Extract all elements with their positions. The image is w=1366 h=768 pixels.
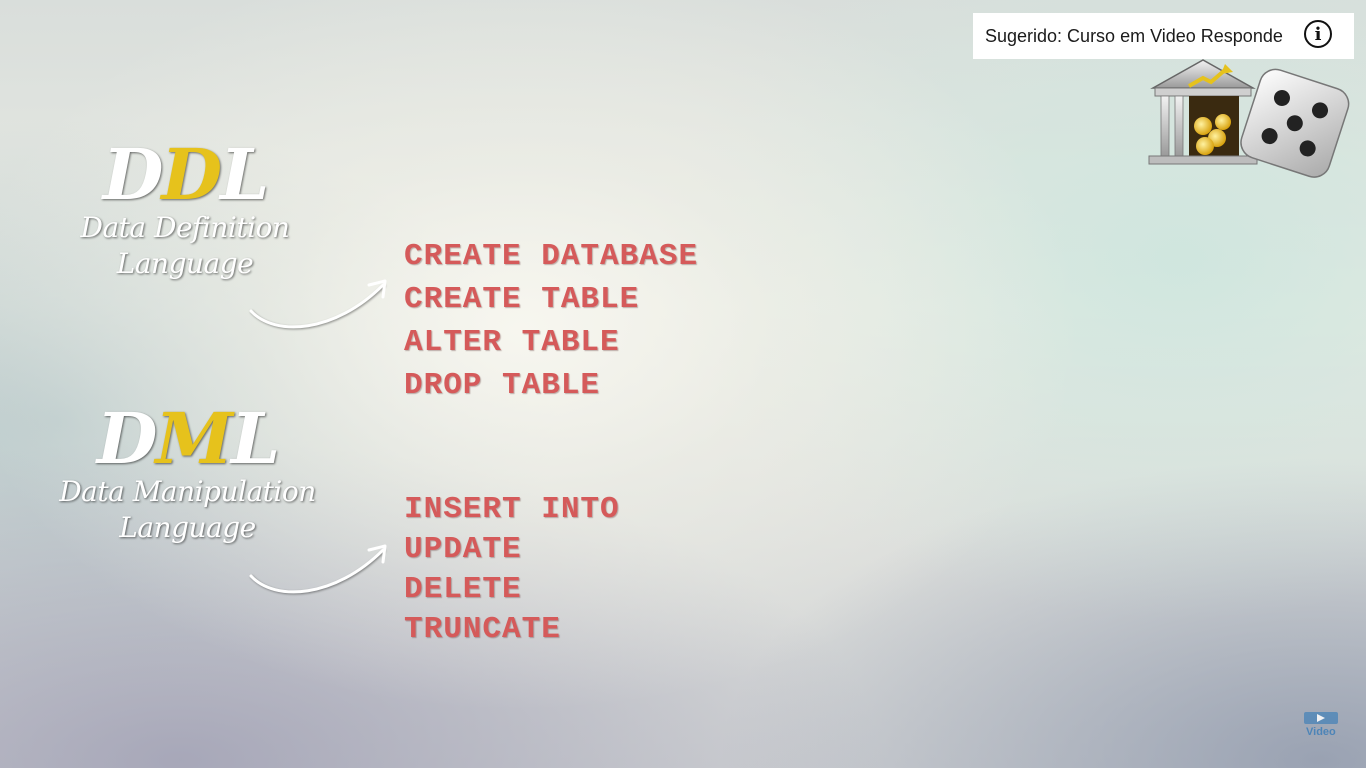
dml-abbr-l: L	[230, 397, 280, 480]
dml-abbr-d: D	[96, 397, 158, 480]
ddl-abbr-l: L	[220, 133, 269, 216]
ddl-heading: DDL Data Definition Language	[70, 140, 300, 283]
dml-abbr-highlight: M	[155, 397, 232, 480]
suggestion-card[interactable]: Sugerido: Curso em Video Responde i	[973, 13, 1354, 59]
ddl-abbr-highlight: D	[161, 133, 222, 216]
dml-command: UPDATE	[404, 532, 522, 567]
ddl-command-list: CREATE DATABASE CREATE TABLE ALTER TABLE…	[404, 235, 698, 407]
dml-command: TRUNCATE	[404, 612, 561, 647]
channel-watermark[interactable]: Video	[1300, 708, 1344, 742]
dml-abbr: DML	[50, 404, 325, 474]
watermark-text: Video	[1306, 726, 1336, 738]
dml-full-line1: Data Manipulation	[59, 475, 316, 508]
ddl-command: DROP TABLE	[404, 368, 601, 403]
dml-command-list: INSERT INTO UPDATE DELETE TRUNCATE	[404, 490, 620, 650]
dml-arrow-icon	[249, 544, 387, 594]
info-icon[interactable]: i	[1304, 20, 1332, 48]
ddl-abbr: DDL	[70, 140, 300, 210]
dml-full-line2: Language	[119, 511, 256, 545]
bank-dice-logo[interactable]	[1145, 56, 1355, 192]
ddl-full-line1: Data Definition	[80, 211, 290, 244]
dml-command: DELETE	[404, 572, 522, 607]
ddl-arrow-icon	[249, 279, 387, 329]
ddl-command: CREATE TABLE	[404, 282, 640, 317]
suggestion-text[interactable]: Sugerido: Curso em Video Responde	[985, 25, 1283, 46]
ddl-command: CREATE DATABASE	[404, 239, 699, 274]
ddl-full-line2: Language	[116, 247, 254, 281]
dml-command: INSERT INTO	[404, 492, 620, 527]
dml-heading: DML Data Manipulation Language	[50, 404, 325, 547]
ddl-command: ALTER TABLE	[404, 325, 620, 360]
watermark-icon	[1304, 712, 1338, 724]
ddl-abbr-d1: D	[102, 133, 164, 216]
